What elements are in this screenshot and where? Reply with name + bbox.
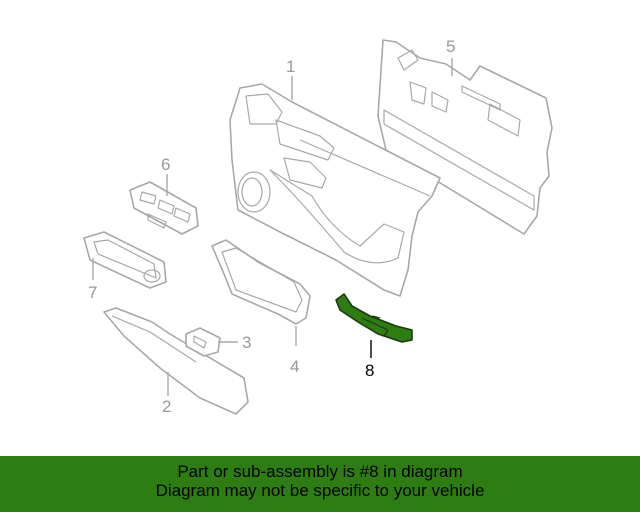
callout-3: 3 (242, 333, 251, 352)
part-5-backing-panel: 5 (377, 37, 553, 235)
part-6-window-switch: 6 (129, 155, 199, 235)
part-8-highlighted: 8 (335, 293, 413, 380)
callout-2: 2 (162, 397, 171, 416)
parts-diagram: 5 1 6 7 2 (83, 37, 553, 416)
part-2-armrest-trim: 2 (103, 307, 249, 416)
part-7-switch-bezel: 7 (83, 231, 167, 302)
callout-4: 4 (290, 357, 299, 376)
part-1-door-trim-panel: 1 (229, 57, 441, 297)
callout-1: 1 (286, 57, 295, 76)
banner-line-1: Part or sub-assembly is #8 in diagram (177, 462, 463, 481)
callout-7: 7 (88, 283, 97, 302)
callout-6: 6 (161, 155, 170, 174)
banner-line-2: Diagram may not be specific to your vehi… (155, 481, 485, 500)
info-banner: Part or sub-assembly is #8 in diagram Di… (0, 456, 640, 512)
callout-5: 5 (446, 37, 455, 56)
part-4-handle-trim: 4 (211, 239, 311, 376)
callout-8: 8 (365, 361, 374, 380)
part-3-bracket: 3 (185, 327, 251, 357)
